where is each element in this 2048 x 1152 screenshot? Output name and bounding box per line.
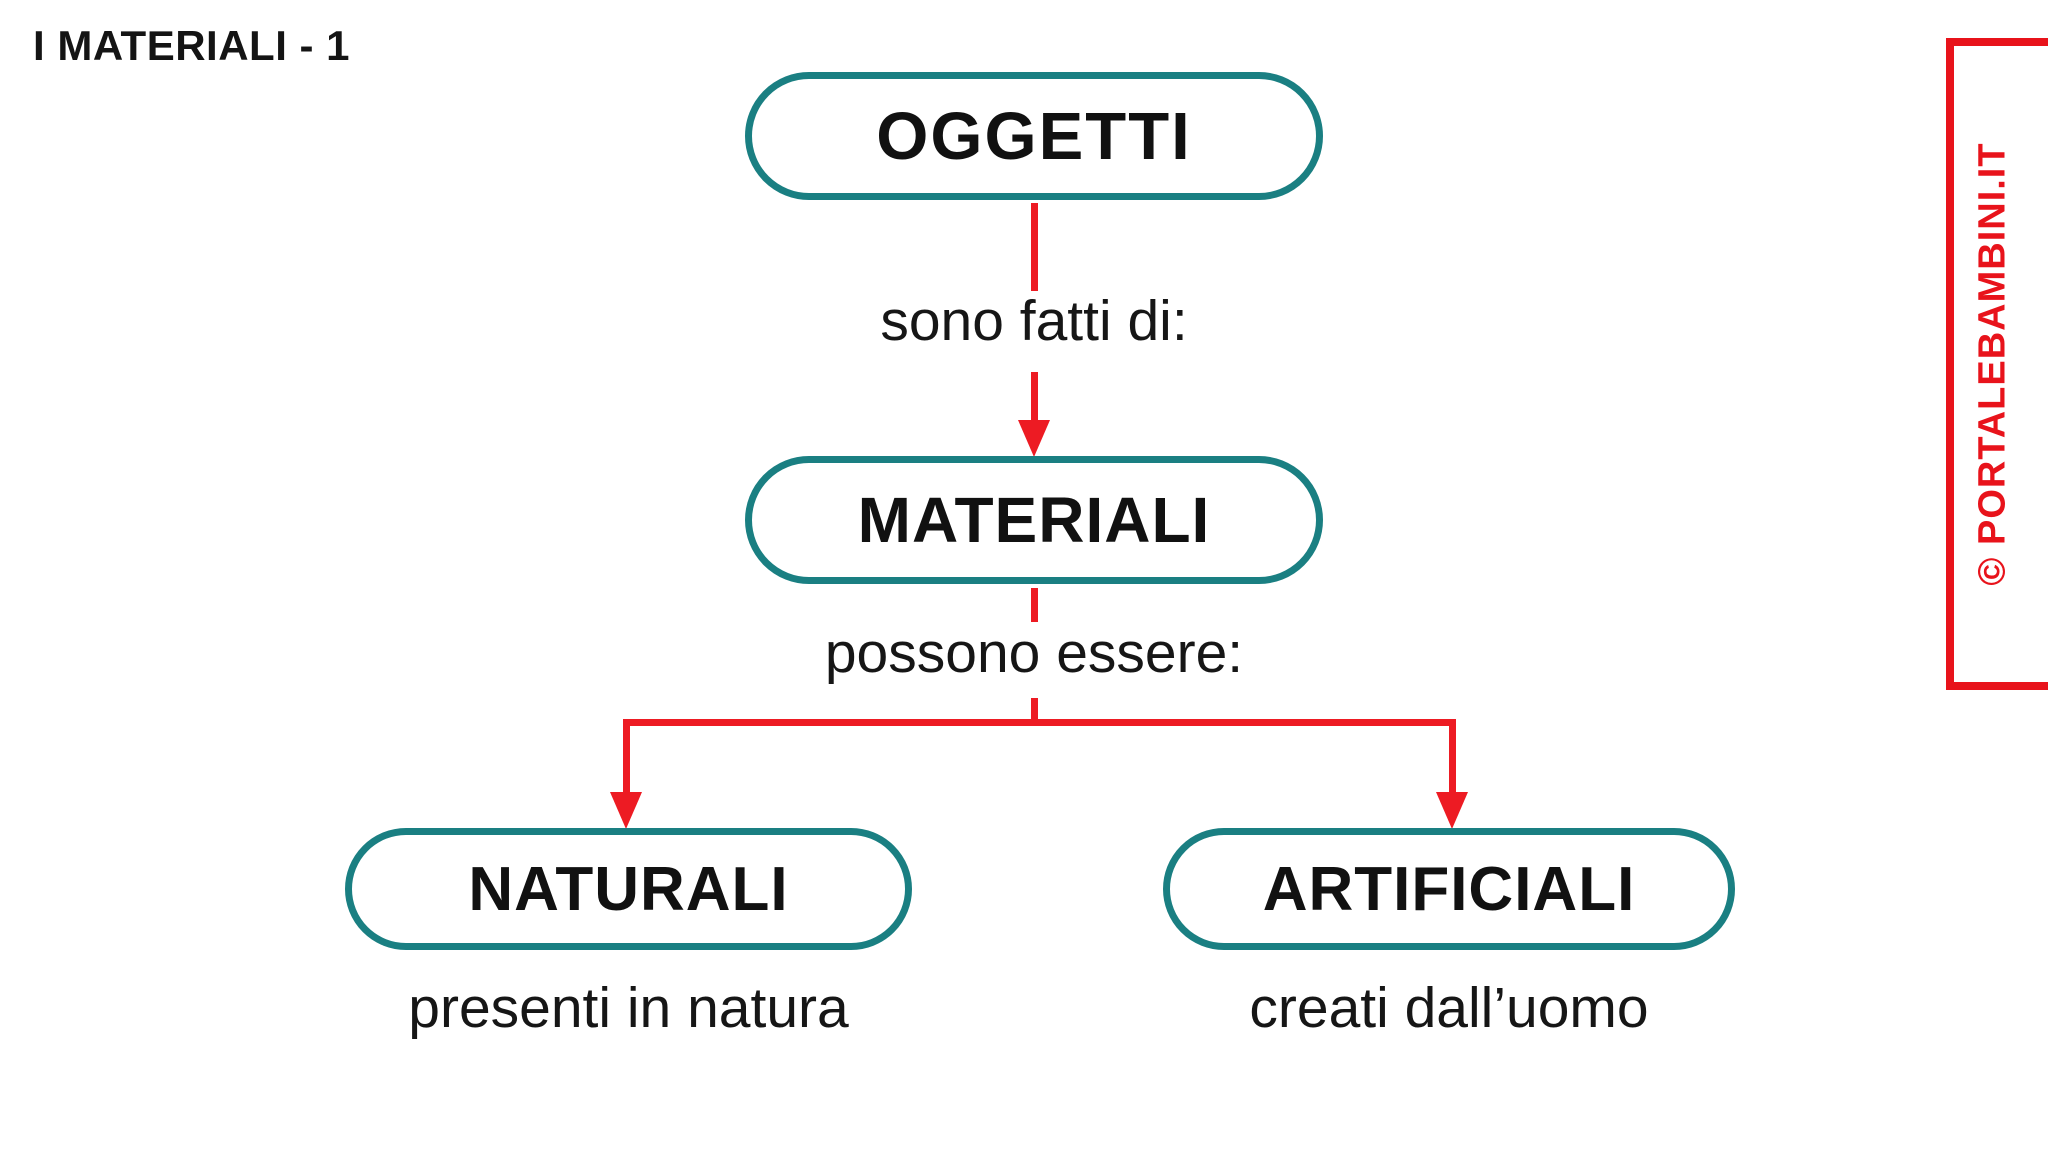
- connector-line-to-branch: [1031, 698, 1038, 726]
- node-artificiali: ARTIFICIALI: [1163, 828, 1735, 950]
- node-artificiali-label: ARTIFICIALI: [1262, 854, 1636, 924]
- page-title: I MATERIALI - 1: [33, 22, 351, 69]
- arrowhead-down-icon: [1018, 420, 1050, 457]
- branch-horizontal-line: [623, 719, 1456, 726]
- branch-line-right: [1449, 719, 1456, 795]
- arrowhead-down-left-icon: [610, 792, 642, 829]
- watermark-text: © PORTALEBAMBINI.IT: [1971, 142, 2014, 586]
- node-naturali-label: NATURALI: [468, 854, 789, 924]
- node-oggetti: OGGETTI: [745, 72, 1323, 200]
- node-oggetti-label: OGGETTI: [876, 98, 1192, 174]
- connector-dash-materiali: [1031, 588, 1038, 622]
- watermark-box: © PORTALEBAMBINI.IT: [1946, 38, 2048, 690]
- arrowhead-down-right-icon: [1436, 792, 1468, 829]
- caption-artificiali: creati dall’uomo: [1249, 976, 1649, 1040]
- edge-label-sono-fatti-di: sono fatti di:: [880, 289, 1188, 353]
- node-materiali: MATERIALI: [745, 456, 1323, 584]
- branch-line-left: [623, 719, 630, 795]
- caption-naturali: presenti in natura: [408, 976, 849, 1040]
- connector-line-to-materiali: [1031, 372, 1038, 427]
- connector-line-root: [1031, 203, 1038, 291]
- node-materiali-label: MATERIALI: [857, 484, 1211, 556]
- edge-label-possono-essere: possono essere:: [824, 621, 1244, 685]
- node-naturali: NATURALI: [345, 828, 912, 950]
